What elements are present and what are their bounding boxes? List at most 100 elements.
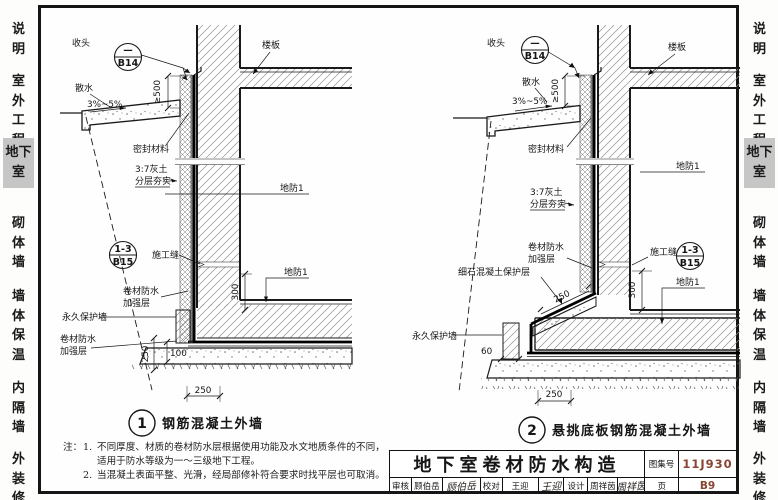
d2-bubble-b15-no: B15 [680, 258, 700, 269]
d2-structure [453, 25, 741, 393]
d1-labels: 收头 — B14 散水 3%~5% ≥500 楼板 密封材料 3:7灰土 分层夯… [60, 37, 308, 396]
d2-dimensions [497, 72, 652, 406]
d2-label-slope: 3%~5% [512, 97, 547, 107]
d2-dim-500: ≥500 [551, 79, 561, 104]
sheet-title: 地下室卷材防水构造 [413, 455, 621, 476]
d1-caption-text: 钢筋混凝土外墙 [162, 416, 264, 432]
designer-signature: 周祥茵 [617, 478, 644, 493]
d1-label-mifeng: 密封材料 [133, 143, 169, 155]
sidebar-item-waizhuang-r: 外装修 [752, 452, 766, 500]
note-1-num: 1. [83, 442, 93, 453]
d1-caption-circle [128, 409, 156, 437]
d2-dim-250h: 250 [546, 390, 563, 400]
d1-dim-300: 300 [231, 283, 241, 300]
sidebar-item-dixiashi-r: 地下室 [744, 138, 775, 188]
note-2-num: 2. [83, 469, 93, 481]
checker-label: 校对 [479, 478, 502, 493]
sidebar-item-qitiqiang-r: 砌体墙 [752, 216, 766, 270]
note-2-text: 当混凝土表面平整、光滑，经局部修补符合要求时找平层也可取消。 [97, 469, 385, 481]
d2-label-juancai2: 加强层 [528, 254, 555, 265]
d1-label-juancai-a2: 加强层 [123, 298, 150, 309]
sidebar-item-baowen-r: 墙体保温 [752, 289, 766, 363]
d2-permanent-protection-wall [502, 322, 520, 360]
d1-label-slope: 3%~5% [87, 100, 122, 110]
d2-label-huitu: 3:7灰土 [530, 186, 563, 198]
d1-bubble-b14-no: B14 [118, 58, 139, 69]
d1-label-hangshi: 分层夯实 [135, 175, 171, 187]
title-block: 地下室卷材防水构造 图集号 11J930 审核 顾伯岳 顾伯岳 校对 王迎 王迎… [389, 450, 736, 493]
sidebar-item-waizhuang: 外装修 [11, 452, 25, 500]
d1-ground-hatch [132, 364, 352, 374]
d2-label-mifeng: 密封材料 [528, 143, 564, 155]
designer-name: 周祥茵 [587, 478, 617, 493]
sidebar-left: 说明 室外工程 地下室 砌体墙 墙体保温 内隔墙 外装修 [0, 0, 37, 500]
notes-label: 注： [63, 442, 83, 453]
d2-dim-250s: 250 [552, 289, 572, 306]
d1-exterior-wall [197, 25, 240, 308]
d2-excavation-line [458, 120, 492, 393]
page-number: B9 [678, 478, 736, 493]
d1-label-juancai-b1: 卷材防水 [60, 333, 96, 345]
note-1-line2: 适用于防水等级为一～三级地下工程。 [97, 455, 261, 467]
d2-bubble-b15-top: 1-3 [681, 245, 698, 256]
reviewer-signature: 顾伯岳 [441, 478, 480, 493]
d2-caption-text: 悬挑底板钢筋混凝土外墙 [552, 423, 712, 439]
d1-label-yongjiu: 永久保护墙 [62, 311, 107, 323]
sidebar-item-shuoming: 说明 [11, 22, 25, 57]
d1-dim-250v: 250 [141, 345, 151, 362]
d2-label-difang-b: 地防1 [676, 276, 700, 288]
d2-bubble-b14-no: B14 [525, 51, 546, 62]
d1-leaders [89, 42, 309, 349]
d2-cushion-layer [486, 359, 741, 379]
d2-caption-num: 2 [527, 423, 537, 439]
d1-apron [81, 99, 181, 131]
d2-cantilever-slab [535, 318, 740, 350]
sidebar-right: 说明 室外工程 地下室 砌体墙 墙体保温 内隔墙 外装修 [741, 0, 778, 500]
sidebar-item-baowen: 墙体保温 [11, 289, 25, 363]
atlas-no-label: 图集号 [644, 451, 678, 477]
d1-label-louban: 楼板 [262, 39, 280, 51]
sidebar-item-neigeqiang: 内隔墙 [11, 381, 25, 435]
d1-dim-500: ≥500 [153, 80, 163, 105]
notes: 注： 1. 不同厚度、材质的卷材防水层根据使用功能及水文地质条件的不同， 适用于… [63, 441, 397, 483]
d1-dim-250h: 250 [195, 386, 212, 396]
d1-structure [60, 25, 353, 391]
d1-bubble-b15-no: B15 [113, 257, 133, 268]
detail-2-drawing: 收头 — B14 散水 3%~5% ≥500 楼板 密封材料 地防1 3:7灰土… [412, 25, 741, 444]
d1-caption-num: 1 [137, 416, 147, 432]
d1-label-shoutou: 收头 [72, 37, 90, 49]
d1-label-huitu: 3:7灰土 [135, 163, 168, 175]
d1-label-sanshui: 散水 [75, 82, 93, 94]
d2-apron [486, 104, 581, 137]
d2-dim-300: 300 [628, 281, 638, 298]
d1-label-shigongfeng: 施工缝 [152, 249, 179, 261]
d2-caption: 2 悬挑底板钢筋混凝土外墙 [518, 416, 712, 444]
reviewer-label: 审核 [391, 481, 409, 492]
checker-signature: 王迎 [537, 478, 564, 493]
sidebar-item-qitiqiang: 砌体墙 [11, 216, 25, 270]
d1-dim-100: 100 [170, 349, 187, 359]
d1-excavation-line [85, 116, 153, 391]
sidebar-item-dixiashi: 地下室 [3, 138, 34, 188]
d2-label-shoutou: 收头 [487, 37, 505, 49]
detail-1-drawing: 收头 — B14 散水 3%~5% ≥500 楼板 密封材料 3:7灰土 分层夯… [60, 25, 353, 437]
note-1-line1: 不同厚度、材质的卷材防水层根据使用功能及水文地质条件的不同， [97, 442, 385, 453]
d2-dim-60: 60 [481, 347, 493, 357]
d2-label-difang-a: 地防1 [676, 160, 700, 172]
d1-label-difang-a: 地防1 [280, 182, 304, 194]
d2-label-juancai1: 卷材防水 [528, 241, 564, 253]
d2-label-yongjiu: 永久保护墙 [412, 330, 457, 342]
d1-bubble-b14-top: — [123, 45, 133, 56]
sidebar-item-neigeqiang-r: 内隔墙 [752, 381, 766, 435]
d2-leaders [455, 35, 705, 336]
d2-caption-circle [518, 416, 546, 444]
d2-ground-hatch [481, 378, 740, 389]
d1-caption: 1 钢筋混凝土外墙 [128, 409, 264, 437]
d2-bubble-b14-top: — [530, 38, 540, 49]
d2-label-xishi: 细石混凝土保护层 [458, 266, 530, 278]
d2-label-shigongfeng: 施工缝 [650, 246, 677, 258]
d1-bottom-slab [197, 304, 352, 338]
d1-label-juancai-b2: 加强层 [60, 346, 87, 357]
atlas-no-value: 11J930 [678, 451, 736, 477]
